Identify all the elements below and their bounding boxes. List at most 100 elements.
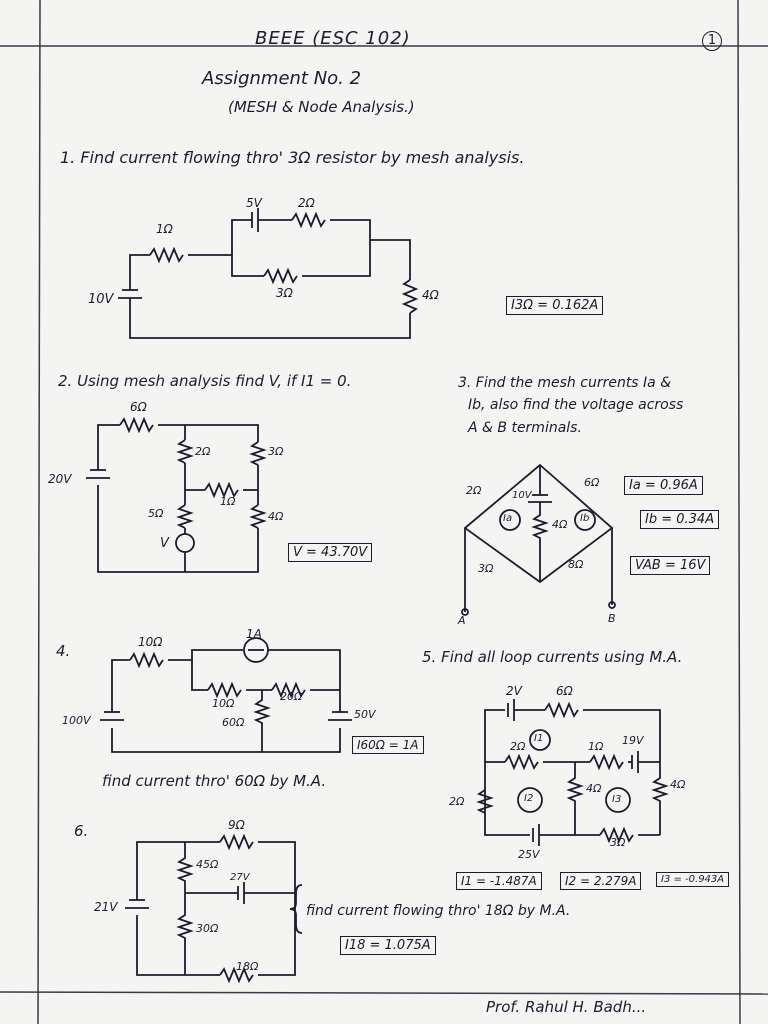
q4-label-50v: 50V — [354, 708, 376, 721]
q2-question: 2. Using mesh analysis find V, if I1 = 0… — [58, 372, 352, 390]
q5-label-1ohm: 1Ω — [588, 740, 604, 753]
q2-label-3ohm: 3Ω — [268, 445, 284, 458]
q3-mesh-ib-arrow — [574, 509, 596, 531]
q1-label-2ohm: 2Ω — [298, 196, 315, 210]
q5-answer-i3: I3 = -0.943A — [656, 872, 730, 887]
q4-label-1a: 1A — [246, 627, 262, 641]
q5-resistor-2ohm-b — [476, 789, 494, 814]
q3-label-2ohm: 2Ω — [466, 484, 482, 497]
q3-label-8ohm: 8Ω — [568, 558, 584, 571]
q3-label-10v: 10V — [512, 490, 532, 501]
q3-label-6ohm: 6Ω — [584, 476, 600, 489]
q1-resistor-2ohm — [291, 211, 326, 229]
q4-resistor-20ohm — [271, 681, 306, 699]
q3-question-line2: Ib, also find the voltage across — [468, 397, 684, 413]
q1-resistor-1ohm — [149, 246, 184, 264]
q4-circuit — [100, 637, 352, 753]
q2-resistor-5ohm — [176, 504, 194, 529]
q4-label-10ohm-a: 10Ω — [138, 635, 163, 649]
q5-label-2ohm-b: 2Ω — [449, 795, 465, 808]
q2-label-20v: 20V — [48, 472, 72, 486]
q5-label-i1: I1 — [534, 733, 544, 744]
q5-label-i3: I3 — [612, 794, 622, 805]
q5-resistor-1ohm — [589, 753, 624, 771]
right-margin-line — [737, 0, 741, 1024]
q5-loop-i1 — [529, 729, 551, 751]
q1-circuit — [118, 208, 419, 339]
q5-resistor-2ohm-a — [504, 753, 539, 771]
q6-bracket — [289, 884, 303, 934]
q3-answer-ib: Ib = 0.34A — [640, 510, 720, 529]
q5-label-3ohm: 3Ω — [610, 836, 626, 849]
q2-label-v: V — [160, 536, 169, 551]
q5-label-4ohm-a: 4Ω — [586, 782, 602, 795]
q6-circuit — [125, 833, 296, 984]
professor-signature: Prof. Rahul H. Badh... — [486, 998, 647, 1016]
q3-label-ia: Ia — [503, 513, 513, 524]
q4-label-60ohm: 60Ω — [222, 716, 245, 729]
q2-label-4ohm: 4Ω — [268, 510, 284, 523]
q5-label-2v: 2V — [506, 684, 522, 698]
footer-rule — [0, 991, 768, 995]
q5-resistor-3ohm — [599, 826, 634, 844]
q3-terminal-a — [461, 608, 469, 616]
q1-question: 1. Find current flowing thro' 3Ω resisto… — [60, 148, 525, 167]
q6-number: 6. — [74, 822, 89, 840]
q3-label-ib: Ib — [580, 513, 590, 524]
q1-label-4ohm: 4Ω — [422, 288, 439, 302]
q3-answer-ia: Ia = 0.96A — [624, 476, 703, 495]
q4-answer-box: I60Ω = 1A — [352, 736, 424, 754]
q4-resistor-10ohm-b — [207, 681, 242, 699]
q3-label-3ohm: 3Ω — [478, 562, 494, 575]
q3-label-4ohm: 4Ω — [552, 518, 568, 531]
q5-question: 5. Find all loop currents using M.A. — [422, 648, 683, 666]
q4-label-10ohm-b: 10Ω — [212, 697, 235, 710]
assignment-title: Assignment No. 2 — [202, 68, 362, 89]
q4-question: find current thro' 60Ω by M.A. — [102, 772, 327, 790]
q6-label-45ohm: 45Ω — [196, 858, 219, 871]
q6-question: find current flowing thro' 18Ω by M.A. — [306, 903, 571, 919]
q6-label-27v: 27V — [230, 872, 250, 883]
q1-resistor-3ohm — [263, 267, 298, 285]
left-margin-line — [37, 0, 41, 1024]
q2-label-2ohm: 2Ω — [195, 445, 211, 458]
q6-resistor-18ohm — [219, 966, 254, 984]
q1-resistor-4ohm — [401, 279, 419, 314]
q6-label-9ohm: 9Ω — [228, 818, 245, 832]
page-number: 1 — [702, 31, 722, 51]
q3-circuit — [461, 463, 616, 616]
q1-answer-box: I3Ω = 0.162A — [506, 296, 604, 315]
q4-number: 4. — [56, 642, 71, 660]
q3-label-a: A — [458, 614, 466, 627]
q2-voltage-source-v — [175, 533, 195, 553]
q3-question-line3: A & B terminals. — [468, 420, 582, 436]
q2-label-1ohm: 1Ω — [220, 495, 236, 508]
q5-label-6ohm: 6Ω — [556, 684, 573, 698]
q3-terminal-b — [608, 601, 616, 609]
q2-circuit — [86, 416, 267, 573]
q6-label-18ohm: 18Ω — [236, 960, 259, 973]
q5-answer-i2: I2 = 2.279A — [560, 872, 642, 890]
q5-label-2ohm-a: 2Ω — [510, 740, 526, 753]
q5-loop-i2 — [517, 787, 543, 813]
q5-answer-i1: I1 = -1.487A — [456, 872, 542, 890]
q1-label-10v: 10V — [88, 292, 114, 307]
q5-label-25v: 25V — [518, 848, 540, 861]
q4-label-20ohm: 20Ω — [280, 690, 303, 703]
q1-label-5v: 5V — [246, 196, 262, 210]
q3-answer-vab: VAB = 16V — [630, 556, 711, 575]
q6-label-21v: 21V — [94, 900, 118, 914]
q2-resistor-2ohm — [176, 439, 194, 464]
q6-answer-box: I18 = 1.075A — [340, 936, 436, 955]
q5-label-4ohm-b: 4Ω — [670, 778, 686, 791]
q1-label-3ohm: 3Ω — [276, 286, 293, 300]
q3-question-line1: 3. Find the mesh currents Ia & — [458, 375, 672, 391]
q5-circuit — [476, 699, 669, 846]
assignment-subtitle: (MESH & Node Analysis.) — [228, 98, 415, 116]
q3-mesh-ia-arrow — [499, 509, 521, 531]
q2-resistor-1ohm — [204, 481, 239, 499]
q6-resistor-9ohm — [219, 833, 254, 851]
q2-answer-box: V = 43.70V — [288, 543, 373, 562]
q2-resistor-6ohm — [119, 416, 154, 434]
q5-label-i2: I2 — [524, 793, 534, 804]
